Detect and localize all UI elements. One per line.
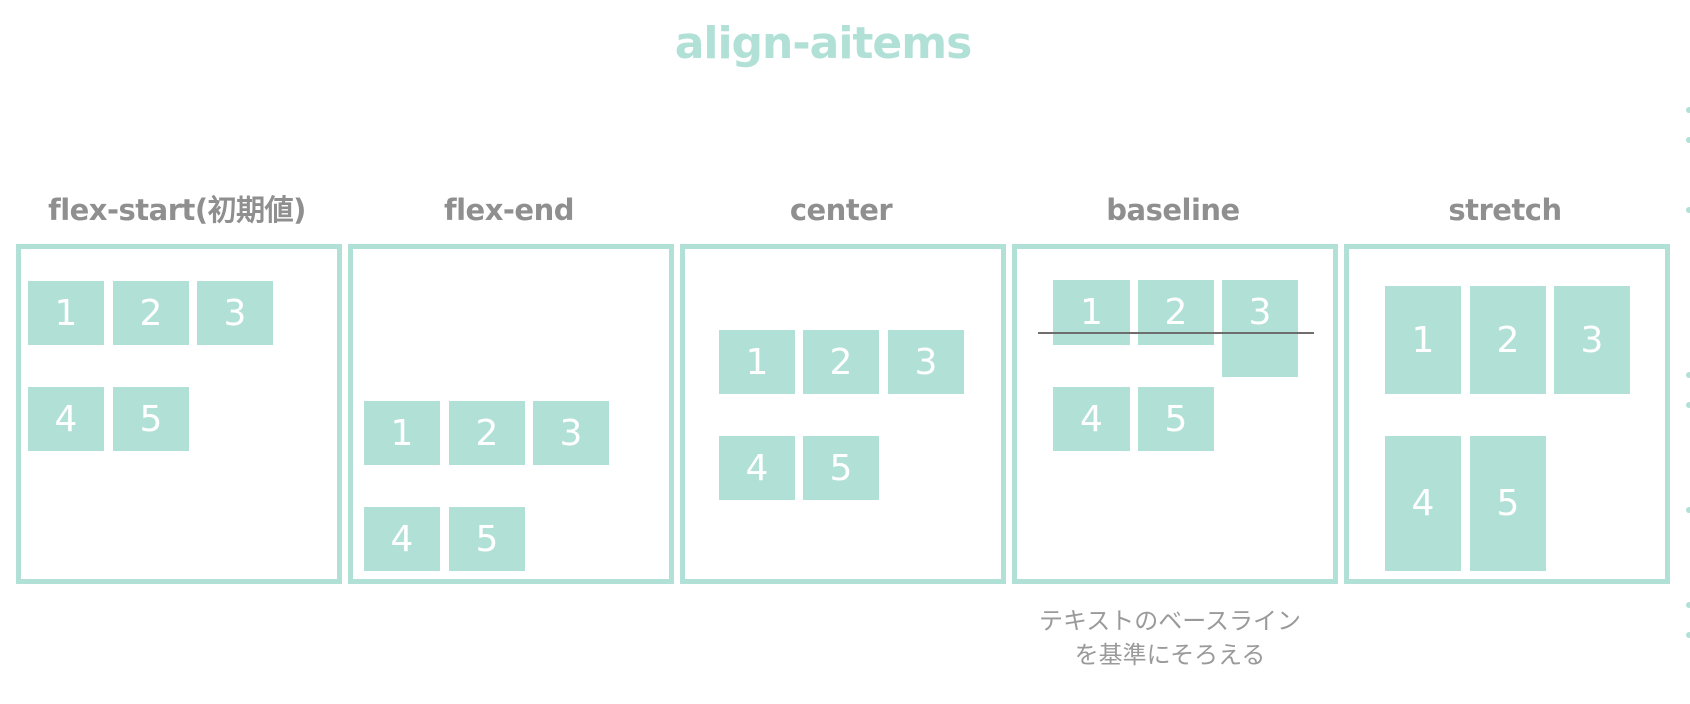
stretch-item: 2 (1470, 286, 1546, 394)
stretch-item: 4 (1385, 436, 1461, 571)
flex-end-item: 1 (364, 401, 440, 465)
edge-decoration-dot (1686, 602, 1690, 608)
flex-start-item: 3 (197, 281, 273, 345)
flex-end-item: 3 (533, 401, 609, 465)
center-item: 4 (719, 436, 795, 500)
baseline-item: 1 (1053, 280, 1130, 345)
edge-decoration-dot (1686, 107, 1690, 113)
flex-start-item: 1 (28, 281, 104, 345)
flex-start-item: 2 (113, 281, 189, 345)
center-item: 3 (888, 330, 964, 394)
edge-decoration-dot (1686, 372, 1690, 378)
stretch-item: 5 (1470, 436, 1546, 571)
flex-end-item: 4 (364, 507, 440, 571)
flex-start-item: 4 (28, 387, 104, 451)
label-baseline: baseline (1106, 193, 1240, 227)
edge-decoration-dot (1686, 632, 1690, 638)
center-container (680, 244, 1006, 584)
baseline-note-line2: を基準にそろえる (1074, 641, 1266, 669)
edge-decoration-dot (1686, 402, 1690, 408)
flex-end-item: 2 (449, 401, 525, 465)
flex-end-item: 5 (449, 507, 525, 571)
edge-decoration-dot (1686, 507, 1690, 513)
label-flex-start: flex-start(初期値) (48, 193, 306, 227)
text-baseline-line (1038, 332, 1314, 334)
stretch-item: 1 (1385, 286, 1461, 394)
label-stretch: stretch (1448, 193, 1562, 227)
baseline-item: 5 (1138, 387, 1214, 451)
stretch-item: 3 (1554, 286, 1630, 394)
center-item: 1 (719, 330, 795, 394)
flex-start-item: 5 (113, 387, 189, 451)
baseline-item: 4 (1053, 387, 1130, 451)
baseline-item: 2 (1138, 280, 1214, 345)
label-flex-end: flex-end (443, 193, 575, 227)
diagram-title: align-aitems (674, 18, 973, 69)
baseline-note-line1: テキストのベースライン (1038, 607, 1302, 635)
label-center: center (789, 193, 893, 227)
center-item: 2 (803, 330, 879, 394)
baseline-note: テキストのベースライン を基準にそろえる (1020, 604, 1320, 672)
baseline-item: 3 (1222, 280, 1298, 377)
edge-decoration-dot (1686, 207, 1690, 213)
edge-decoration-dot (1686, 137, 1690, 143)
center-item: 5 (803, 436, 879, 500)
